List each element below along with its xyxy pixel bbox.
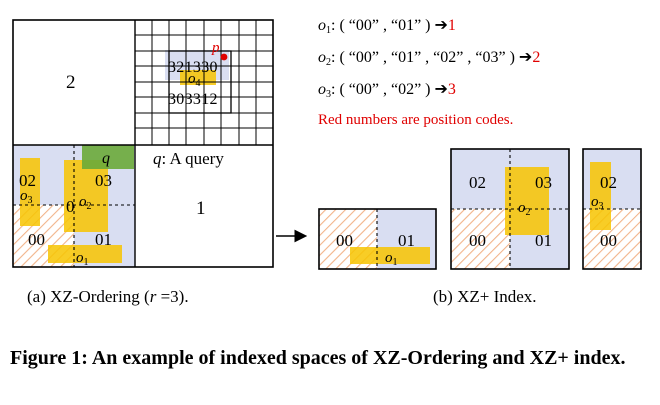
o1-label: o1 [76, 250, 89, 268]
svg-text:00: 00 [469, 231, 486, 250]
code-line-o3: o3: ( “00” , “02” ) ➔3 [318, 81, 456, 100]
cell-0-label: 0 [66, 197, 75, 216]
index-box-o1: 00 01 o1 [318, 208, 437, 270]
o4-label: o4 [188, 71, 201, 89]
position-codes: o1: ( “00” , “01” ) ➔1 o2: ( “00” , “01”… [318, 17, 540, 128]
cell-03-label: 03 [95, 171, 112, 190]
svg-text:02: 02 [469, 173, 486, 192]
object-o2 [64, 160, 108, 232]
svg-text:00: 00 [600, 231, 617, 250]
fine-codes-row1: 321330 [168, 59, 218, 76]
svg-text:o2: o2 [518, 200, 531, 218]
object-o1 [48, 245, 122, 263]
o2-label: o2 [79, 194, 92, 212]
codes-note: Red numbers are position codes. [318, 112, 513, 128]
svg-text:03: 03 [535, 173, 552, 192]
svg-text:o1: o1 [385, 250, 398, 268]
svg-text:02: 02 [600, 173, 617, 192]
cell-2-label: 2 [66, 72, 76, 93]
xz-ordering-panel: p 2 1 321330 303312 o4 02 03 00 01 0 o3 … [12, 19, 274, 306]
left-caption: (a) XZ-Ordering (r =3). [27, 287, 189, 306]
code-line-o2: o2: ( “00” , “01” , “02” , “03” ) ➔2 [318, 49, 540, 68]
svg-text:01: 01 [398, 231, 415, 250]
query-label: q [102, 150, 110, 167]
fine-codes-row2: 303312 [168, 91, 218, 108]
query-q [82, 145, 134, 169]
o3-label: o3 [20, 188, 33, 206]
xz-plus-panel: 00 01 o1 02 03 00 01 o2 02 [318, 148, 642, 306]
index-box-o2: 02 03 00 01 o2 [450, 148, 570, 270]
point-p [220, 53, 228, 61]
object-o3 [20, 158, 40, 226]
code-line-o1: o1: ( “00” , “01” ) ➔1 [318, 17, 456, 36]
cell-1-label: 1 [196, 198, 206, 219]
query-legend: q: A query [153, 149, 224, 168]
right-caption: (b) XZ+ Index. [433, 287, 537, 306]
cell-02-label: 02 [19, 171, 36, 190]
figure-caption: Figure 1: An example of indexed spaces o… [10, 347, 626, 369]
outer-frame [12, 19, 274, 268]
point-p-label: p [211, 40, 220, 56]
fine-grid-highlight [168, 50, 232, 114]
object-o4 [180, 70, 216, 85]
fine-grid [135, 20, 273, 145]
cell-01-label: 01 [95, 230, 112, 249]
cell-00-label: 00 [28, 230, 45, 249]
svg-text:01: 01 [535, 231, 552, 250]
svg-text:00: 00 [336, 231, 353, 250]
svg-text:o3: o3 [591, 194, 604, 212]
index-box-o3: 02 00 o3 [582, 148, 642, 270]
